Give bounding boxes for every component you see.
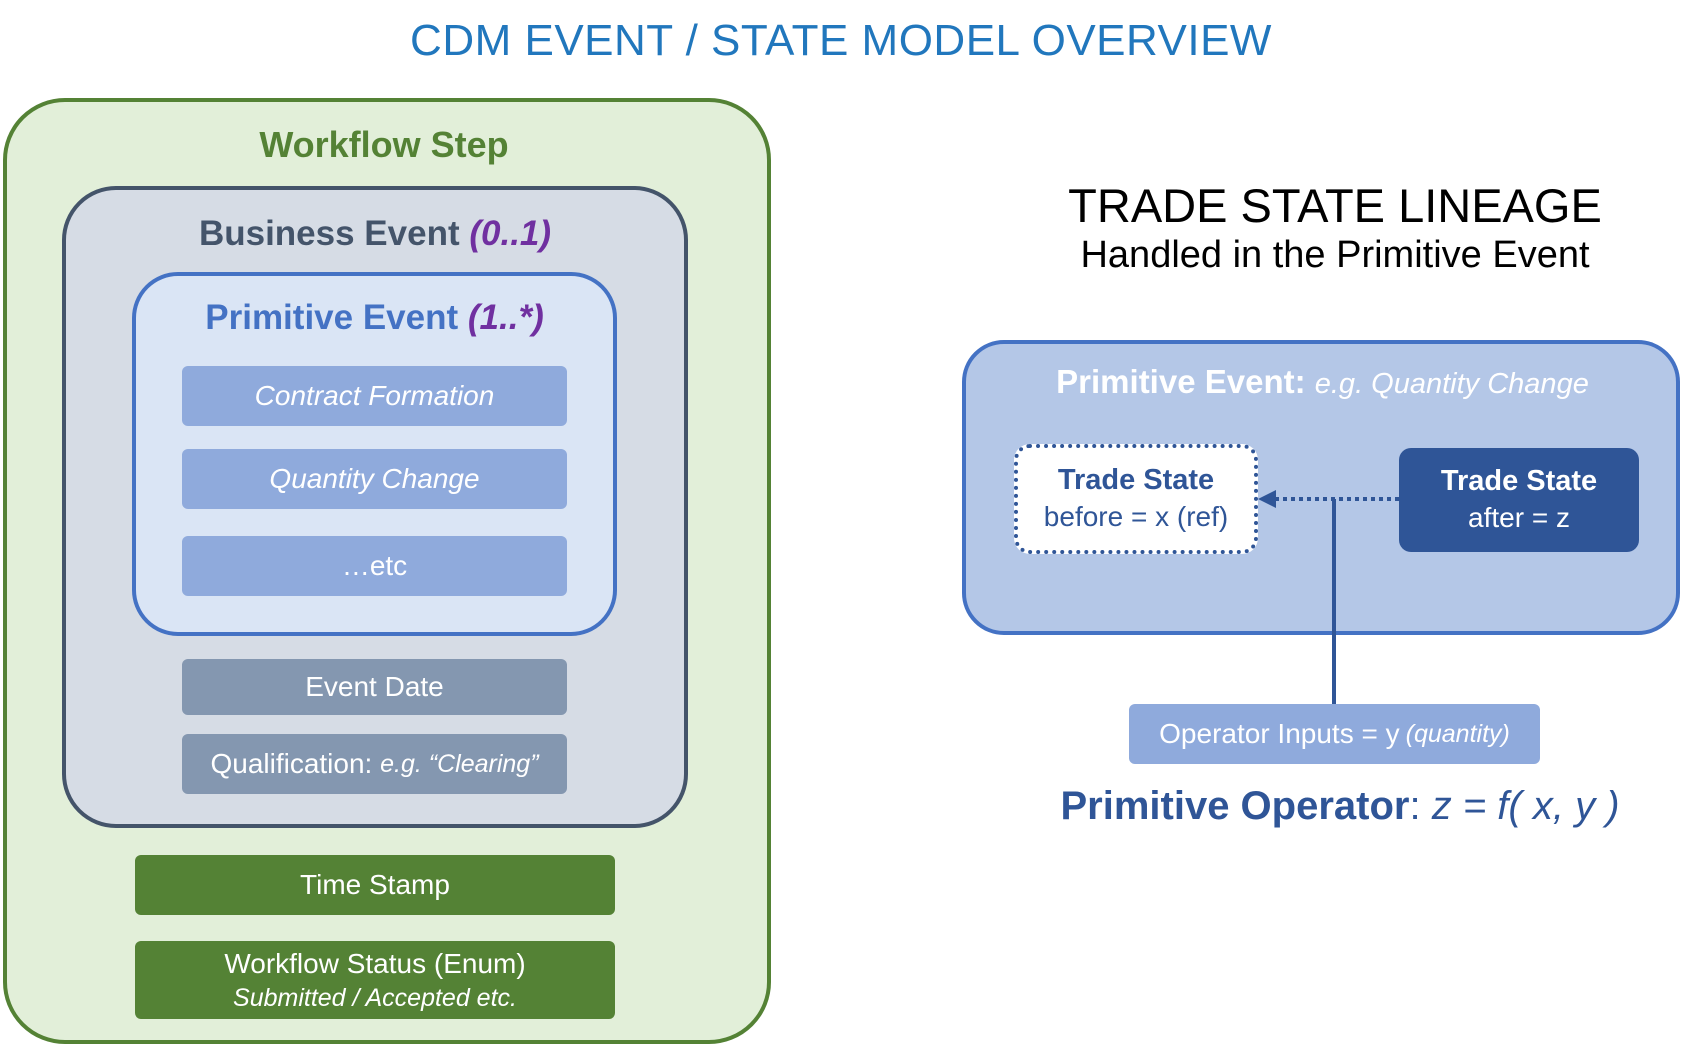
trade-state-before-title: Trade State [1057, 464, 1215, 496]
event-date-box: Event Date [182, 659, 567, 715]
workflow-status-box: Workflow Status (Enum) Submitted / Accep… [135, 941, 615, 1019]
workflow-status-label: Workflow Status (Enum) [224, 948, 526, 979]
trade-state-after-box: Trade State after = z [1399, 448, 1639, 552]
business-event-title: Business Event (0..1) [62, 214, 688, 254]
trade-state-after-title: Trade State [1440, 465, 1598, 497]
business-event-cardinality: (0..1) [469, 214, 552, 253]
lineage-title: TRADE STATE LINEAGE [1068, 179, 1602, 232]
operator-inputs-box: Operator Inputs = y(quantity) [1129, 704, 1540, 764]
lineage-primitive-event-title: Primitive Event: e.g. Quantity Change [965, 363, 1680, 401]
primitive-event-title: Primitive Event (1..*) [132, 298, 617, 338]
primitive-event-cardinality: (1..*) [467, 298, 544, 337]
primitive-operator-formula: Primitive Operator: z = f( x, y ) [1060, 784, 1620, 828]
trade-state-before-box: Trade State before = x (ref) [1014, 444, 1258, 554]
primitive-event-item-quantity-change: Quantity Change [182, 449, 567, 509]
qualification-example: e.g. “Clearing” [380, 749, 539, 778]
lineage-subtitle: Handled in the Primitive Event [1080, 234, 1590, 276]
primitive-event-item-etc: …etc [182, 536, 567, 596]
primitive-event-label: Primitive Event [205, 298, 459, 337]
primitive-event-item-contract-formation: Contract Formation [182, 366, 567, 426]
operator-inputs-label: Operator Inputs = y [1159, 718, 1400, 749]
primitive-operator-label: Primitive Operator [1060, 784, 1410, 828]
qualification-label: Qualification: [210, 748, 373, 779]
state-reference-arrowhead [1258, 490, 1276, 508]
time-stamp-box: Time Stamp [135, 855, 615, 915]
lineage-primitive-event-example: e.g. Quantity Change [1314, 368, 1589, 400]
trade-state-after-value: after = z [1468, 502, 1570, 533]
primitive-operator-expression: z = f( x, y ) [1431, 784, 1620, 828]
business-event-label: Business Event [198, 214, 460, 253]
operator-inputs-note: (quantity) [1405, 719, 1510, 748]
lineage-primitive-event-label: Primitive Event: [1056, 363, 1306, 400]
trade-state-before-value: before = x (ref) [1043, 501, 1229, 532]
qualification-box: Qualification: e.g. “Clearing” [182, 734, 567, 794]
workflow-status-values: Submitted / Accepted etc. [233, 984, 517, 1012]
page-title: CDM EVENT / STATE MODEL OVERVIEW [410, 16, 1272, 65]
workflow-step-title: Workflow Step [259, 124, 509, 165]
